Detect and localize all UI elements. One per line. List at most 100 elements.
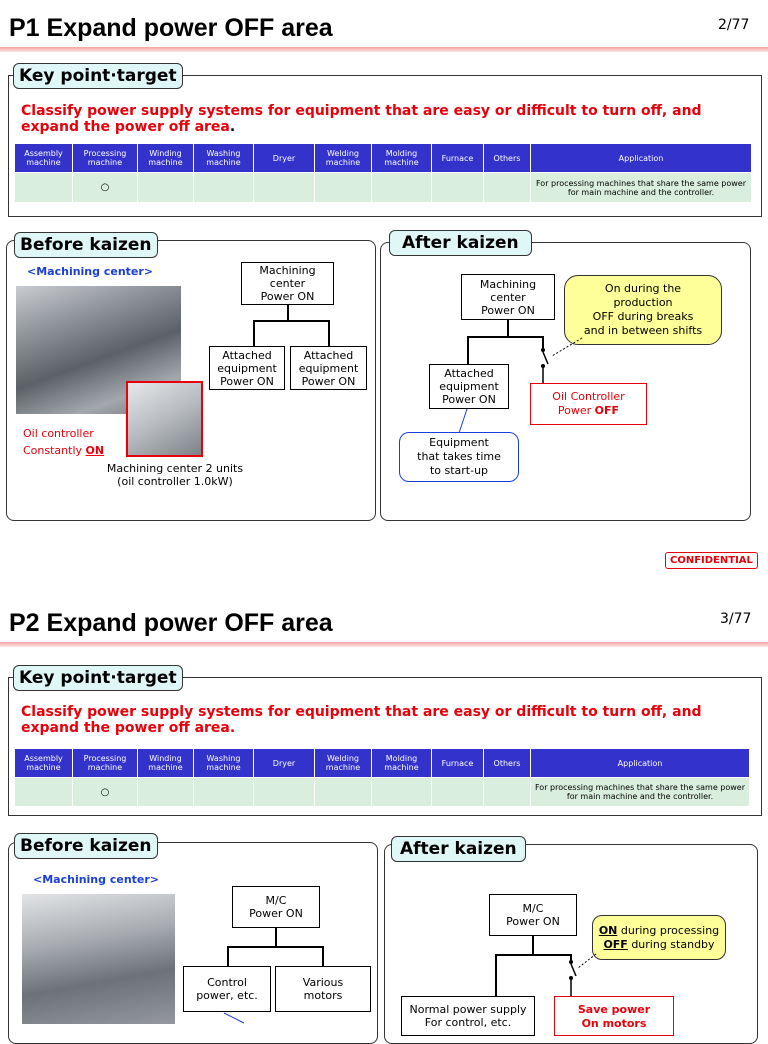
cell-furnace	[431, 172, 484, 203]
line: M/C	[522, 902, 544, 915]
callout-off: OFF	[603, 937, 628, 951]
slide-2-title-divider	[0, 642, 768, 647]
header-winding: Winding machine	[137, 143, 194, 173]
line: On motors	[581, 1017, 647, 1030]
slide-2-after-tag: After kaizen	[391, 836, 526, 862]
slide-1-caption: Machining center 2 units (oil controller…	[100, 462, 250, 488]
cell-processing-mark: ○	[72, 172, 138, 203]
slide-2-category-table: Assembly machine Processing machine Wind…	[14, 748, 750, 807]
line: For control, etc.	[424, 1016, 512, 1029]
header-molding: Molding machine	[371, 748, 432, 778]
connector	[275, 928, 277, 946]
cell-washing	[193, 172, 254, 203]
slide-1-oil-on: ON	[85, 444, 105, 457]
slide-1-oil-line1: Oil controller	[23, 427, 94, 440]
line: Attached	[444, 367, 494, 380]
cell-dryer	[253, 777, 315, 807]
slide-1-machining-center-label: <Machining center>	[27, 265, 154, 278]
connector	[570, 954, 572, 960]
connector	[467, 336, 469, 364]
line: OFF during breaks	[592, 310, 694, 323]
callout-pointer	[577, 953, 597, 969]
slide-1-oil-controller-note: Oil controller Constantly ON	[23, 425, 104, 459]
connector	[253, 320, 255, 346]
switch-icon	[541, 348, 549, 384]
line: Power ON	[481, 303, 535, 317]
red-box-line1: Oil Controller	[552, 390, 625, 403]
callout-pointer	[223, 1012, 245, 1024]
line: Machining	[259, 264, 316, 277]
header-application: Application	[530, 143, 752, 173]
line: Power ON	[506, 915, 560, 928]
line: that takes time	[417, 450, 501, 463]
header-others: Others	[483, 143, 531, 173]
cell-others	[483, 777, 531, 807]
slide-2-key-point-tag: Key point·target	[13, 665, 183, 691]
slide-1-category-table: Assembly machine Processing machine Wind…	[14, 143, 752, 203]
slide-1-caption-line2: (oil controller 1.0kW)	[117, 475, 233, 488]
connector	[253, 320, 329, 322]
connector	[532, 936, 534, 954]
connector	[495, 954, 497, 996]
line: Power ON	[260, 290, 315, 303]
line: equipment	[439, 380, 499, 393]
cell-dryer	[253, 172, 315, 203]
callout-on-rest: during processing	[617, 923, 720, 937]
line: Power ON	[301, 374, 356, 388]
slide-2-title: P2 Expand power OFF area	[9, 609, 333, 637]
line: power, etc.	[196, 989, 258, 1002]
header-molding: Molding machine	[371, 143, 432, 173]
line: Attached	[222, 348, 272, 362]
cell-assembly	[14, 777, 73, 807]
callout-on: ON	[598, 923, 618, 937]
table-row: ○ For processing machines that share the…	[14, 777, 750, 807]
line: to start-up	[429, 464, 489, 477]
cell-application: For processing machines that share the s…	[530, 172, 752, 203]
callout-line2: OFF during standby	[599, 938, 719, 952]
header-welding: Welding machine	[314, 143, 372, 173]
connector	[467, 336, 543, 338]
switch-icon	[569, 960, 577, 996]
header-dryer: Dryer	[253, 143, 315, 173]
line: production	[613, 296, 673, 309]
line: Normal power supply	[409, 1003, 527, 1016]
callout-off-rest: during standby	[627, 937, 715, 951]
cell-winding	[137, 777, 194, 807]
header-furnace: Furnace	[431, 143, 484, 173]
header-dryer: Dryer	[253, 748, 315, 778]
confidential-stamp: CONFIDENTIAL	[665, 552, 758, 569]
connector	[287, 305, 289, 320]
cell-molding	[371, 777, 432, 807]
red-box-power: Power	[557, 404, 595, 417]
line: Machining	[479, 277, 537, 291]
slide-2-factory-photo	[22, 894, 175, 1024]
cell-processing-mark: ○	[72, 777, 138, 807]
line: and in between shifts	[583, 324, 703, 337]
callout-line1: ON during processing	[599, 924, 719, 938]
line: equipment	[217, 361, 277, 375]
callout-pointer	[458, 408, 468, 434]
header-assembly: Assembly machine	[14, 143, 73, 173]
slide-2-before-tag: Before kaizen	[14, 833, 158, 859]
line: Equipment	[429, 436, 489, 449]
red-box-off: OFF	[594, 404, 620, 417]
slide-1-statement-period: .	[229, 119, 236, 135]
slide-1-statement-text: Classify power supply systems for equipm…	[21, 103, 702, 135]
header-washing: Washing machine	[193, 143, 254, 173]
cell-welding	[314, 777, 372, 807]
connector	[227, 946, 323, 948]
header-assembly: Assembly machine	[14, 748, 73, 778]
line: Various	[302, 976, 344, 989]
line: On during the	[604, 282, 682, 295]
line: center	[269, 277, 306, 290]
header-processing: Processing machine	[72, 748, 138, 778]
